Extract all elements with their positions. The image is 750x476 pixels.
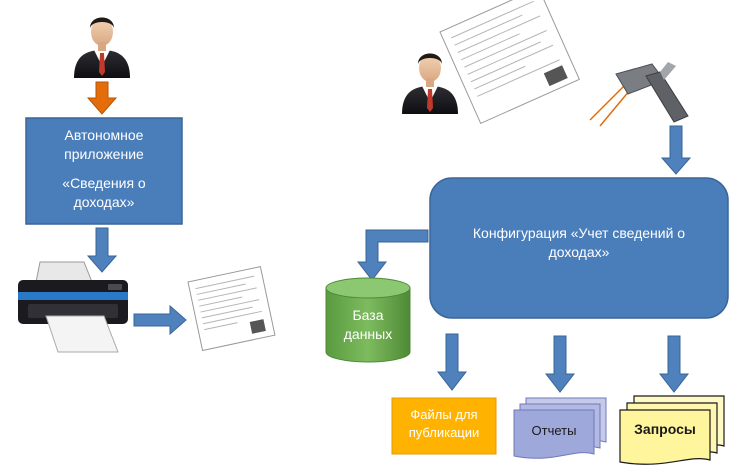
publication-files-box [391,397,497,455]
arrow-configuration-to-queries [658,335,690,393]
reports-multidocument [513,397,607,459]
arrow-configuration-to-files [436,333,468,391]
queries-label: Запросы [634,421,696,437]
standalone-app-label: Автономное приложение «Сведения о дохода… [62,127,146,210]
arrow-configuration-to-reports [544,335,576,393]
printer-icon [18,261,128,353]
standalone-app-box [25,117,183,225]
document-icon [187,266,276,352]
scanned-document-icon [439,0,580,125]
configuration-label: Конфигурация «Учет сведений о доходах» [472,225,686,260]
arrow-configuration-to-database [356,229,429,281]
user-person-icon [74,17,130,78]
reports-label: Отчеты [531,423,577,438]
operator-person-icon [402,53,458,114]
configuration-box [429,177,729,319]
arrow-user-to-app [86,81,118,115]
publication-files-label: Файлы для публикации [408,407,480,440]
barcode-scanner-icon [589,62,689,127]
arrow-printer-to-document [133,304,187,336]
arrow-scanner-to-configuration [660,125,692,175]
database-label: База данных [343,307,393,342]
database-cylinder [325,277,411,363]
arrow-app-to-printer [86,227,118,273]
queries-multidocument [619,395,725,465]
